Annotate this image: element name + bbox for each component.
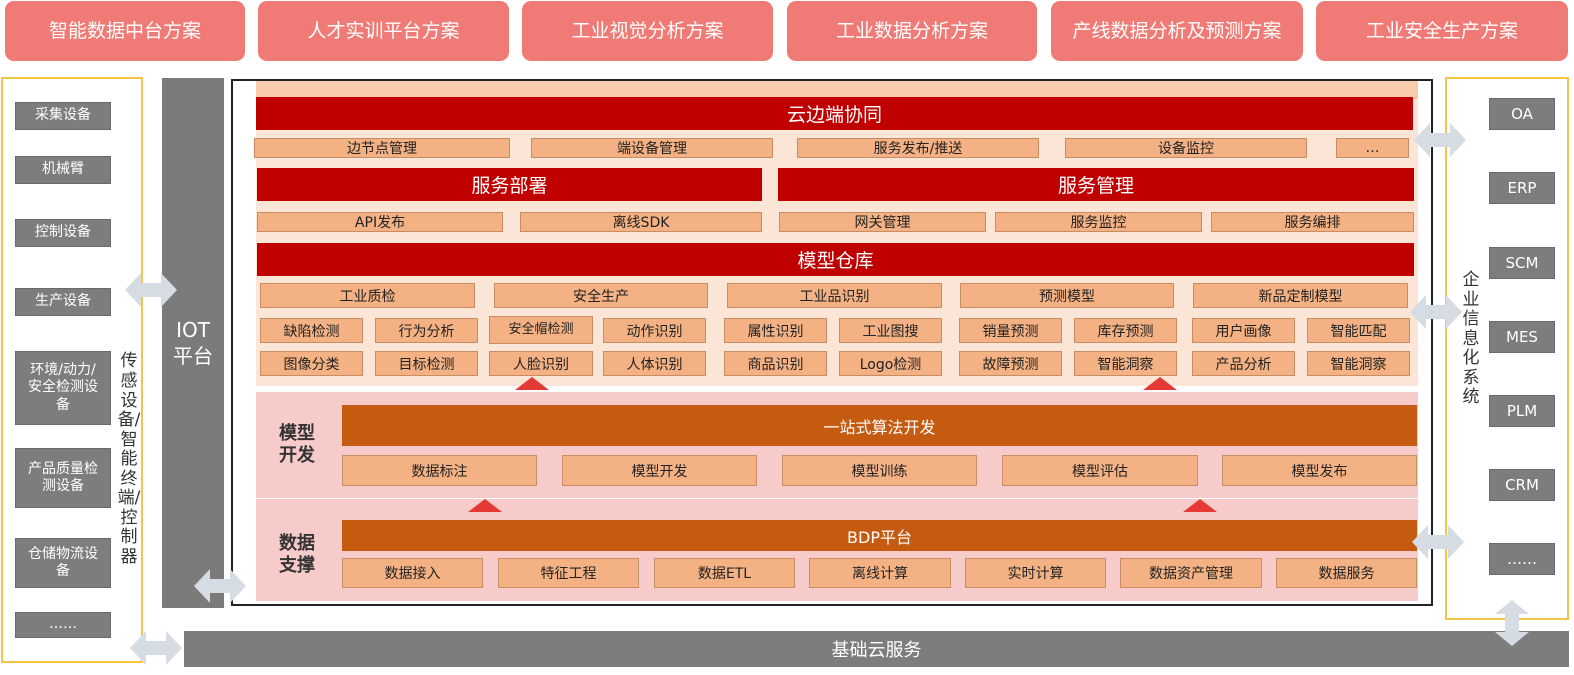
model-item[interactable]: 属性识别 (724, 318, 827, 343)
model-item[interactable]: 智能匹配 (1307, 318, 1410, 343)
iot-platform[interactable]: IOT平台 (162, 78, 224, 608)
double-arrow-icon (130, 631, 182, 665)
data-support-label: 数据支撑 (279, 532, 315, 577)
model-item[interactable]: 图像分类 (260, 351, 363, 376)
model-dev-title: 一站式算法开发 (342, 405, 1417, 446)
right-panel-label: 企业信息化系统 (1462, 270, 1480, 408)
service-deploy-item[interactable]: API发布 (257, 212, 503, 232)
left-panel-label: 传感设备/智能终端/控制器 (117, 351, 141, 567)
model-item[interactable]: 安全帽检测 (489, 316, 593, 344)
service-deploy-item[interactable]: 离线SDK (520, 212, 762, 232)
data-support-title: BDP平台 (342, 520, 1417, 551)
model-item[interactable]: 智能洞察 (1074, 351, 1177, 376)
model-item[interactable]: 用户画像 (1192, 318, 1295, 343)
data-support-item[interactable]: 数据服务 (1276, 558, 1417, 588)
up-triangle-icon (1183, 499, 1217, 512)
model-item[interactable]: 工业图搜 (839, 318, 942, 343)
model-item[interactable]: 销量预测 (959, 318, 1062, 343)
service-manage-item[interactable]: 网关管理 (779, 212, 986, 232)
data-support-item[interactable]: 数据ETL (654, 558, 795, 588)
model-item[interactable]: 智能洞察 (1307, 351, 1410, 376)
model-dev-item[interactable]: 模型发布 (1222, 455, 1417, 486)
device-quality-inspection[interactable]: 产品质量检测设备 (15, 448, 111, 508)
vertical-double-arrow-icon (1495, 600, 1529, 646)
system-mes[interactable]: MES (1489, 321, 1555, 353)
model-dev-item[interactable]: 模型训练 (782, 455, 977, 486)
double-arrow-icon (1410, 295, 1462, 329)
model-item[interactable]: 库存预测 (1074, 318, 1177, 343)
device-robot-arm[interactable]: 机械臂 (15, 156, 111, 184)
data-support-item[interactable]: 离线计算 (809, 558, 951, 588)
model-group-safety[interactable]: 安全生产 (494, 283, 708, 308)
service-deploy-title: 服务部署 (257, 168, 762, 201)
system-erp[interactable]: ERP (1489, 172, 1555, 204)
solution-industrial-vision[interactable]: 工业视觉分析方案 (522, 1, 773, 61)
service-manage-item[interactable]: 服务监控 (995, 212, 1202, 232)
double-arrow-icon (1414, 123, 1466, 157)
model-group-quality[interactable]: 工业质检 (260, 283, 475, 308)
up-triangle-icon (468, 499, 502, 512)
system-scm[interactable]: SCM (1489, 247, 1555, 279)
model-item[interactable]: 目标检测 (375, 351, 478, 376)
base-cloud-service[interactable]: 基础云服务 (184, 631, 1569, 667)
model-repo-title: 模型仓库 (257, 243, 1414, 276)
solution-production-line-prediction[interactable]: 产线数据分析及预测方案 (1051, 1, 1303, 61)
up-triangle-icon (515, 377, 549, 390)
solution-industrial-safety[interactable]: 工业安全生产方案 (1316, 1, 1568, 61)
model-item[interactable]: 产品分析 (1192, 351, 1295, 376)
system-oa[interactable]: OA (1489, 98, 1555, 130)
system-crm[interactable]: CRM (1489, 469, 1555, 501)
model-item[interactable]: Logo检测 (839, 351, 942, 376)
model-item[interactable]: 行为分析 (375, 318, 478, 343)
model-dev-item[interactable]: 模型评估 (1002, 455, 1198, 486)
device-production[interactable]: 生产设备 (15, 288, 111, 316)
model-item[interactable]: 人体识别 (603, 351, 706, 376)
service-manage-item[interactable]: 服务编排 (1211, 212, 1414, 232)
model-dev-label: 模型开发 (279, 422, 315, 467)
model-item[interactable]: 商品识别 (724, 351, 827, 376)
double-arrow-icon (1412, 525, 1464, 559)
service-layer-top-strip (256, 81, 1418, 99)
device-warehouse-logistics[interactable]: 仓储物流设备 (15, 538, 111, 588)
solution-smart-data-platform[interactable]: 智能数据中台方案 (5, 1, 245, 61)
system-plm[interactable]: PLM (1489, 395, 1555, 427)
device-collection[interactable]: 采集设备 (15, 102, 111, 130)
model-dev-item[interactable]: 数据标注 (342, 455, 537, 486)
data-support-item[interactable]: 数据资产管理 (1120, 558, 1262, 588)
data-support-item[interactable]: 特征工程 (498, 558, 639, 588)
cloud-edge-item[interactable]: 服务发布/推送 (797, 138, 1039, 158)
model-item[interactable]: 故障预测 (959, 351, 1062, 376)
cloud-edge-title: 云边端协同 (256, 97, 1413, 130)
solution-industrial-data-analysis[interactable]: 工业数据分析方案 (787, 1, 1037, 61)
data-support-item[interactable]: 数据接入 (342, 558, 483, 588)
solution-talent-training[interactable]: 人才实训平台方案 (258, 1, 509, 61)
up-triangle-icon (1143, 377, 1177, 390)
model-item[interactable]: 动作识别 (603, 318, 706, 343)
cloud-edge-item[interactable]: 设备监控 (1065, 138, 1307, 158)
model-group-prediction[interactable]: 预测模型 (960, 283, 1174, 308)
device-control[interactable]: 控制设备 (15, 219, 111, 247)
cloud-edge-item[interactable]: 端设备管理 (531, 138, 773, 158)
model-group-product-recognition[interactable]: 工业品识别 (727, 283, 942, 308)
data-support-item[interactable]: 实时计算 (965, 558, 1106, 588)
system-more[interactable]: …… (1489, 543, 1555, 575)
model-item[interactable]: 人脸识别 (489, 351, 593, 376)
device-environment-safety[interactable]: 环境/动力/安全检测设备 (15, 351, 111, 425)
double-arrow-icon (125, 273, 177, 307)
model-group-custom[interactable]: 新品定制模型 (1193, 283, 1408, 308)
cloud-edge-item-more[interactable]: … (1336, 138, 1409, 158)
model-dev-item[interactable]: 模型开发 (562, 455, 757, 486)
cloud-edge-item[interactable]: 边节点管理 (254, 138, 510, 158)
service-manage-title: 服务管理 (778, 168, 1414, 201)
device-more[interactable]: …… (15, 612, 111, 638)
double-arrow-icon (194, 569, 246, 603)
iot-platform-label: IOT平台 (173, 318, 213, 368)
model-item[interactable]: 缺陷检测 (260, 318, 363, 343)
